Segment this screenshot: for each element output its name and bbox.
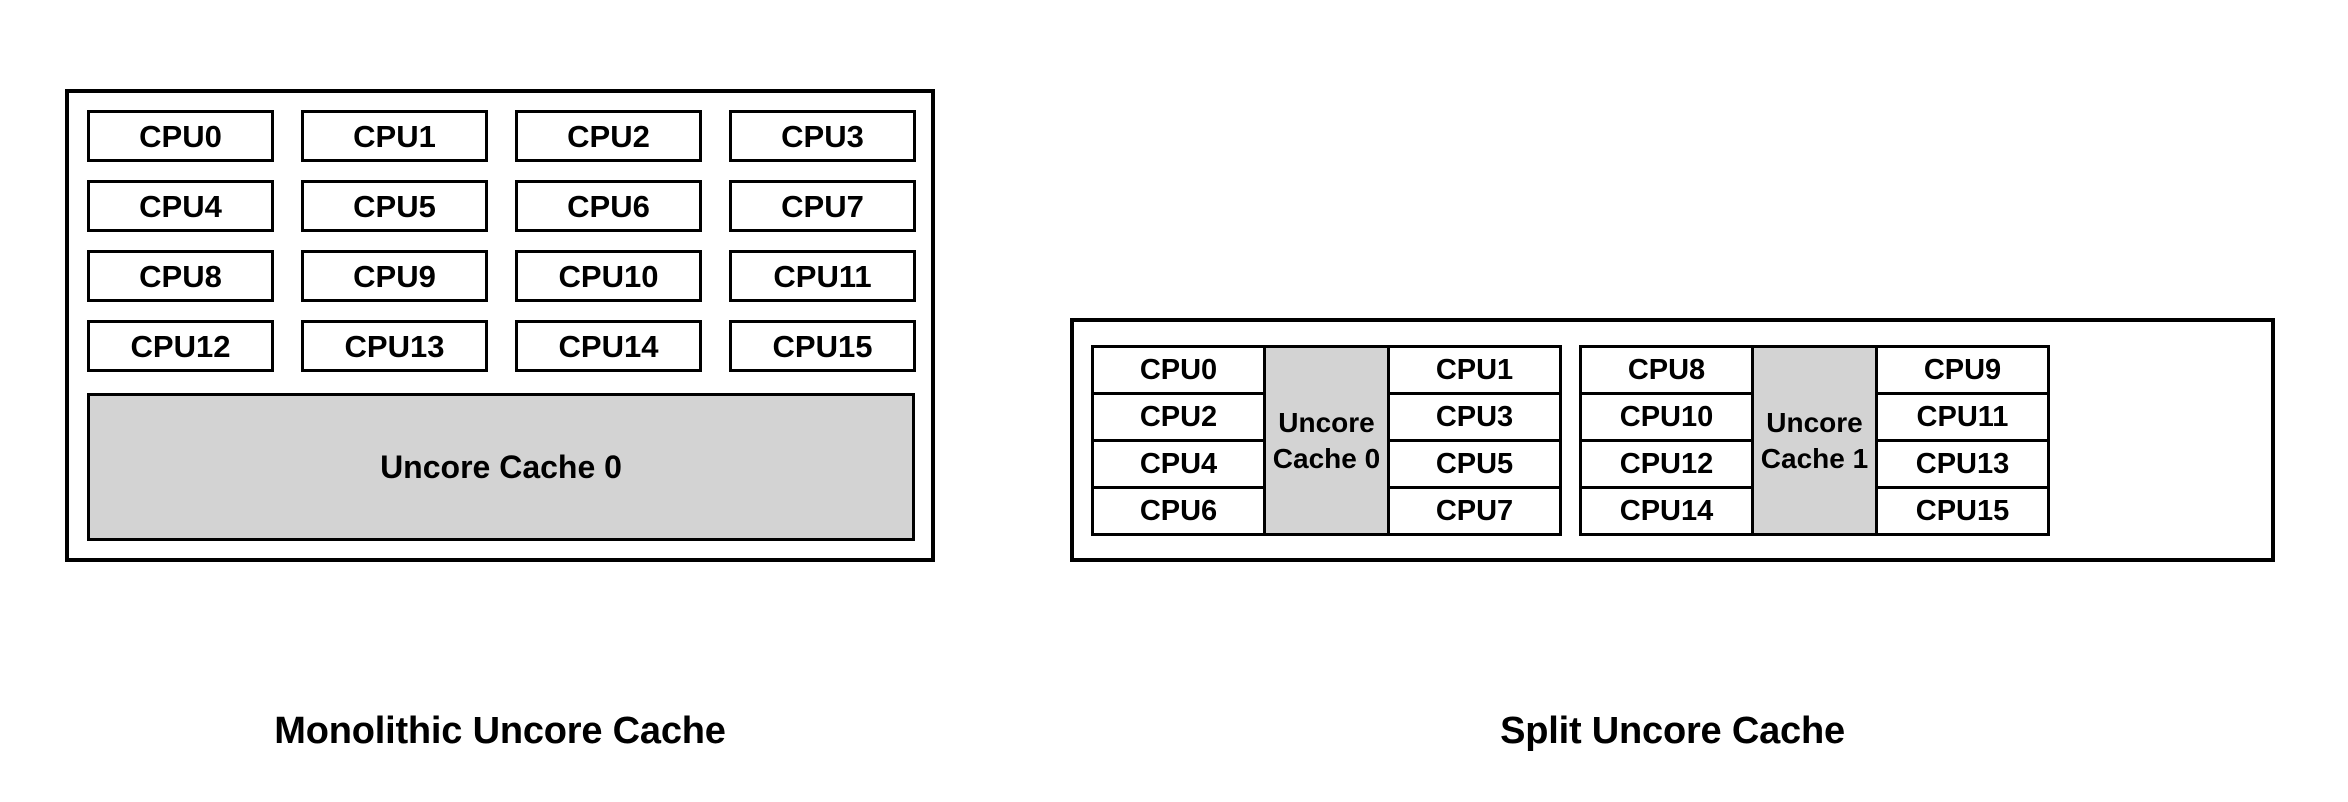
split-uncore-cache-panel: CPU0 CPU2 CPU4 CPU6 Uncore Cache 0 CPU1 … — [1070, 318, 2275, 562]
cluster-0: CPU0 CPU2 CPU4 CPU6 Uncore Cache 0 CPU1 … — [1091, 345, 1562, 536]
cpu-box: CPU1 — [301, 110, 488, 162]
cpu-box: CPU13 — [301, 320, 488, 372]
cpu-box: CPU15 — [1875, 486, 2050, 536]
monolithic-caption: Monolithic Uncore Cache — [274, 710, 726, 752]
cpu-box: CPU3 — [729, 110, 916, 162]
cpu-box: CPU14 — [1579, 486, 1754, 536]
cluster-1-right-cpu-column: CPU9 CPU11 CPU13 CPU15 — [1875, 345, 2050, 536]
cluster-0-right-cpu-column: CPU1 CPU3 CPU5 CPU7 — [1387, 345, 1562, 536]
monolithic-cpu-grid: CPU0 CPU1 CPU2 CPU3 CPU4 CPU5 CPU6 CPU7 … — [87, 110, 916, 372]
split-clusters: CPU0 CPU2 CPU4 CPU6 Uncore Cache 0 CPU1 … — [1091, 345, 2050, 536]
cpu-box: CPU1 — [1387, 345, 1562, 395]
cpu-box: CPU11 — [729, 250, 916, 302]
cpu-box: CPU13 — [1875, 439, 2050, 489]
cluster-1-left-cpu-column: CPU8 CPU10 CPU12 CPU14 — [1579, 345, 1754, 536]
split-caption: Split Uncore Cache — [1500, 710, 1845, 752]
cluster-1: CPU8 CPU10 CPU12 CPU14 Uncore Cache 1 CP… — [1579, 345, 2050, 536]
cpu-box: CPU0 — [87, 110, 274, 162]
cpu-box: CPU5 — [1387, 439, 1562, 489]
cpu-box: CPU2 — [1091, 392, 1266, 442]
cpu-box: CPU0 — [1091, 345, 1266, 395]
cpu-box: CPU8 — [87, 250, 274, 302]
cluster-0-left-cpu-column: CPU0 CPU2 CPU4 CPU6 — [1091, 345, 1266, 536]
cpu-box: CPU7 — [729, 180, 916, 232]
cpu-box: CPU4 — [87, 180, 274, 232]
cpu-box: CPU4 — [1091, 439, 1266, 489]
cpu-box: CPU6 — [515, 180, 702, 232]
cpu-box: CPU15 — [729, 320, 916, 372]
cpu-box: CPU3 — [1387, 392, 1562, 442]
cpu-box: CPU2 — [515, 110, 702, 162]
cpu-box: CPU5 — [301, 180, 488, 232]
cpu-box: CPU7 — [1387, 486, 1562, 536]
cpu-box: CPU6 — [1091, 486, 1266, 536]
cpu-box: CPU10 — [515, 250, 702, 302]
cpu-box: CPU9 — [301, 250, 488, 302]
cpu-box: CPU12 — [87, 320, 274, 372]
cpu-box: CPU9 — [1875, 345, 2050, 395]
cpu-box: CPU10 — [1579, 392, 1754, 442]
cpu-box: CPU11 — [1875, 392, 2050, 442]
cpu-box: CPU14 — [515, 320, 702, 372]
cpu-box: CPU12 — [1579, 439, 1754, 489]
cpu-box: CPU8 — [1579, 345, 1754, 395]
uncore-cache-box: Uncore Cache 0 — [87, 393, 915, 541]
monolithic-uncore-cache-panel: CPU0 CPU1 CPU2 CPU3 CPU4 CPU5 CPU6 CPU7 … — [65, 89, 935, 562]
uncore-cache-box: Uncore Cache 1 — [1751, 345, 1878, 536]
uncore-cache-box: Uncore Cache 0 — [1263, 345, 1390, 536]
